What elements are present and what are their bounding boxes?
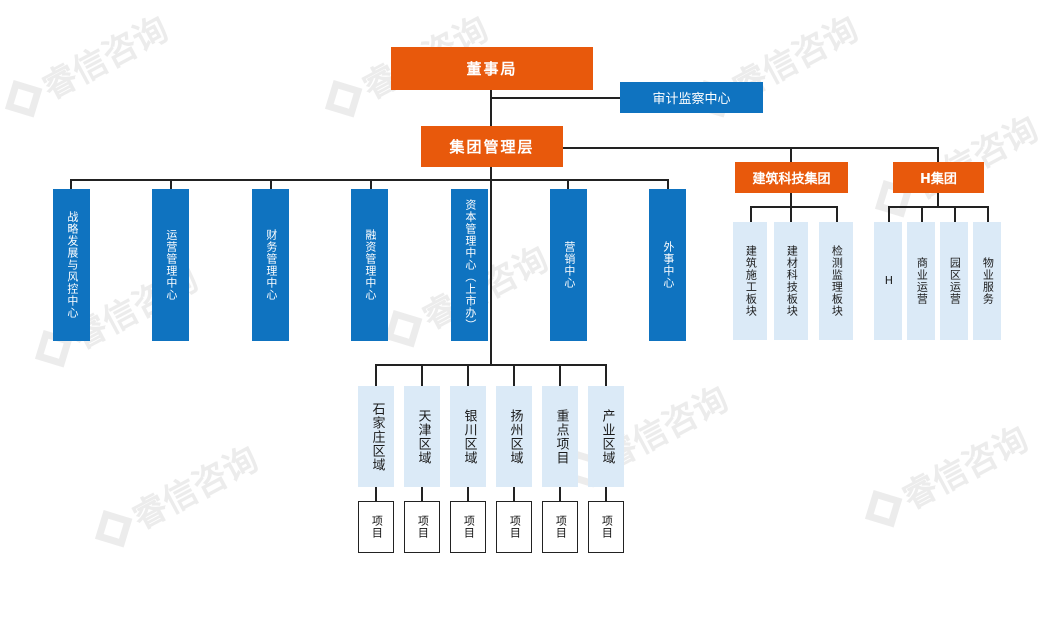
project-box: 项目: [450, 501, 486, 553]
connector-line: [559, 364, 561, 386]
connector-line: [605, 364, 607, 386]
h-group-unit: H: [874, 222, 902, 340]
center-financing: 融资管理中心: [351, 189, 388, 341]
connector-line: [70, 179, 72, 189]
center-strategy: 战略发展与风控中心: [53, 189, 90, 341]
project-box: 项目: [588, 501, 624, 553]
construction-group-box: 建筑科技集团: [735, 162, 848, 193]
watermark-logo-icon: [4, 79, 43, 118]
audit-center-box: 审计监察中心: [620, 82, 763, 113]
connector-line: [567, 179, 569, 189]
connector-line: [790, 192, 792, 206]
connector-line: [937, 192, 939, 206]
connector-line: [421, 487, 423, 501]
construction-unit: 建筑施工板块: [733, 222, 767, 340]
connector-line: [888, 206, 890, 222]
connector-line: [954, 206, 956, 222]
h-group-unit: 物业服务: [973, 222, 1001, 340]
h-group-unit: 园区运营: [940, 222, 968, 340]
project-box: 项目: [542, 501, 578, 553]
connector-line: [559, 487, 561, 501]
connector-line: [513, 487, 515, 501]
center-operations: 运营管理中心: [152, 189, 189, 341]
watermark: 睿信咨询: [0, 2, 175, 127]
watermark: 睿信咨询: [859, 412, 1036, 537]
board-box: 董事局: [391, 47, 593, 90]
connector-line: [836, 206, 838, 222]
project-box: 项目: [404, 501, 440, 553]
connector-line: [375, 487, 377, 501]
connector-line: [490, 166, 492, 364]
center-finance: 财务管理中心: [252, 189, 289, 341]
connector-line: [375, 364, 607, 366]
connector-line: [467, 364, 469, 386]
center-marketing: 营销中心: [550, 189, 587, 341]
connector-line: [790, 147, 792, 162]
watermark: 睿信咨询: [559, 372, 736, 497]
watermark: 睿信咨询: [89, 432, 266, 557]
connector-line: [790, 206, 792, 222]
connector-line: [421, 364, 423, 386]
connector-line: [170, 179, 172, 189]
h-group-box: H集团: [893, 162, 984, 193]
watermark-logo-icon: [324, 79, 363, 118]
region-box: 天津区域: [404, 386, 440, 487]
region-box: 产业区域: [588, 386, 624, 487]
watermark-logo-icon: [864, 489, 903, 528]
connector-line: [490, 89, 492, 126]
connector-line: [605, 487, 607, 501]
connector-line: [270, 179, 272, 189]
region-box: 银川区域: [450, 386, 486, 487]
center-capital: 资本管理中心（上市办）: [451, 189, 488, 341]
watermark-logo-icon: [94, 509, 133, 548]
group-management-box: 集团管理层: [421, 126, 563, 167]
connector-line: [921, 206, 923, 222]
connector-line: [513, 364, 515, 386]
project-box: 项目: [496, 501, 532, 553]
connector-line: [750, 206, 752, 222]
connector-line: [563, 147, 938, 149]
connector-line: [667, 179, 669, 189]
connector-line: [750, 206, 838, 208]
connector-line: [490, 97, 620, 99]
connector-line: [467, 487, 469, 501]
h-group-unit: 商业运营: [907, 222, 935, 340]
region-box: 石家庄区域: [358, 386, 394, 487]
watermark-logo-icon: [384, 309, 423, 348]
construction-unit: 建材科技板块: [774, 222, 808, 340]
center-foreign-affairs: 外事中心: [649, 189, 686, 341]
construction-unit: 检测监理板块: [819, 222, 853, 340]
project-box: 项目: [358, 501, 394, 553]
connector-line: [888, 206, 989, 208]
connector-line: [987, 206, 989, 222]
connector-line: [937, 147, 939, 162]
region-box: 扬州区域: [496, 386, 532, 487]
connector-line: [370, 179, 372, 189]
region-box: 重点项目: [542, 386, 578, 487]
connector-line: [375, 364, 377, 386]
connector-line: [70, 179, 668, 181]
